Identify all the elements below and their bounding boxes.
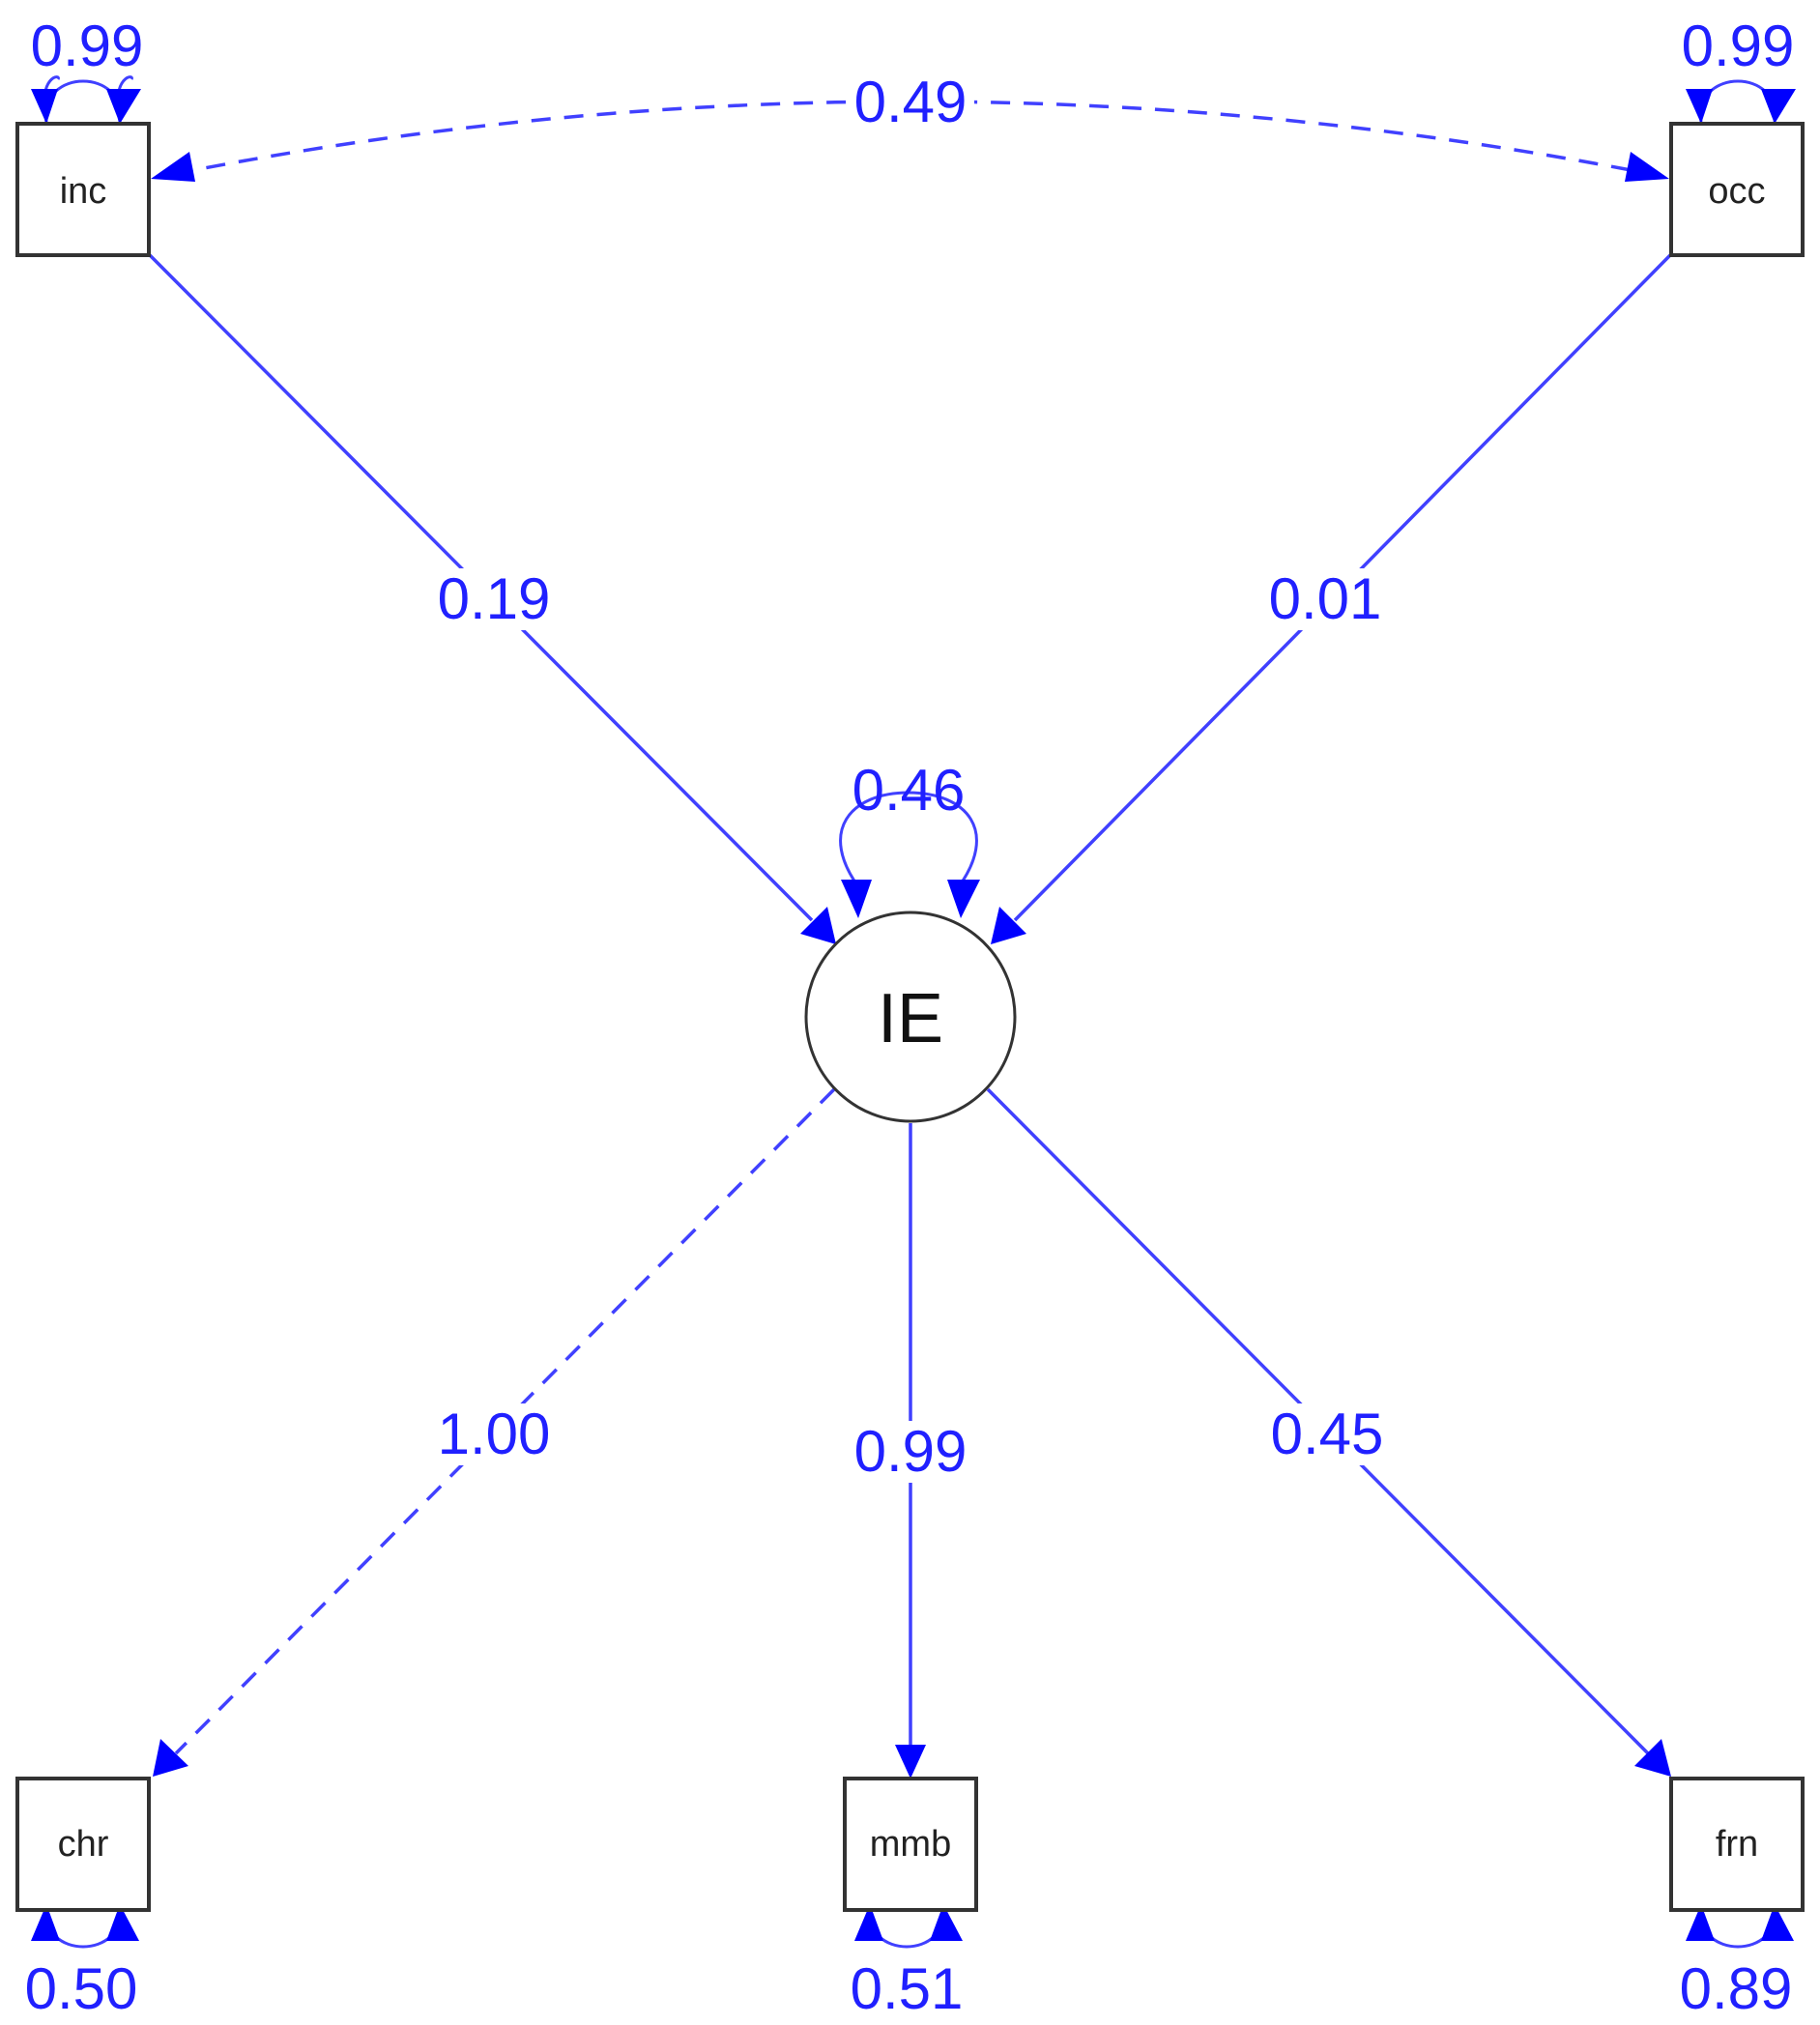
arrowhead-chr-residual-right [106, 1904, 139, 1941]
residual-mmb-label: 0.51 [851, 1956, 964, 2021]
arrowhead-ie-frn [1634, 1739, 1671, 1777]
arrowhead-occ-ie [991, 907, 1026, 944]
node-inc-label: inc [60, 171, 107, 212]
arrowhead-inc-residual-right [106, 89, 141, 124]
edge-occ-ie-label: 0.01 [1269, 566, 1382, 631]
residual-chr-label: 0.50 [25, 1956, 138, 2021]
residual-loop-ie [839, 791, 978, 890]
node-frn: frn [1669, 1777, 1805, 1912]
residual-inc-label: 0.99 [31, 14, 144, 78]
node-ie-label: IE [878, 980, 943, 1057]
node-occ: occ [1669, 122, 1805, 257]
node-frn-label: frn [1716, 1824, 1758, 1865]
node-mmb-label: mmb [870, 1824, 951, 1865]
residual-loop-occ-arc [1699, 79, 1777, 123]
residual-occ-label: 0.99 [1682, 14, 1795, 78]
edge-ie-mmb-label: 0.99 [854, 1419, 968, 1484]
arrowhead-occ-residual-left [1686, 89, 1713, 124]
node-occ-label: occ [1708, 171, 1765, 212]
edge-inc-occ-label: 0.49 [854, 70, 968, 134]
arrowhead-frn-residual-right [1761, 1904, 1794, 1941]
edge-ie-frn-label: 0.45 [1271, 1402, 1384, 1466]
arrowhead-mmb-residual-right [930, 1904, 963, 1941]
arrowhead-ie-residual-left [841, 880, 872, 918]
arrowhead-ie-chr [153, 1739, 188, 1777]
arrowhead-occ-covariance [1625, 152, 1669, 182]
node-chr-label: chr [58, 1824, 109, 1865]
residual-frn-label: 0.89 [1680, 1956, 1793, 2021]
arrowhead-ie-mmb [895, 1745, 926, 1779]
residual-loop-inc-arc [44, 79, 122, 123]
arrowhead-chr-residual-left [31, 1904, 60, 1941]
arrowhead-frn-residual-left [1686, 1904, 1715, 1941]
node-inc: inc [15, 122, 151, 257]
arrowhead-ie-residual-right [947, 880, 980, 918]
arrowhead-mmb-residual-left [854, 1904, 883, 1941]
arrowhead-occ-residual-right [1761, 89, 1796, 124]
arrowhead-inc-residual-left [31, 89, 58, 124]
edge-ie-chr-label: 1.00 [438, 1402, 551, 1466]
arrowhead-inc-ie [800, 907, 836, 944]
arrowhead-inc-covariance [151, 152, 195, 182]
node-mmb: mmb [843, 1777, 978, 1912]
node-chr: chr [15, 1777, 151, 1912]
residual-ie-label: 0.46 [852, 758, 966, 823]
node-ie-latent: IE [804, 911, 1017, 1123]
edge-inc-ie-label: 0.19 [438, 566, 551, 631]
